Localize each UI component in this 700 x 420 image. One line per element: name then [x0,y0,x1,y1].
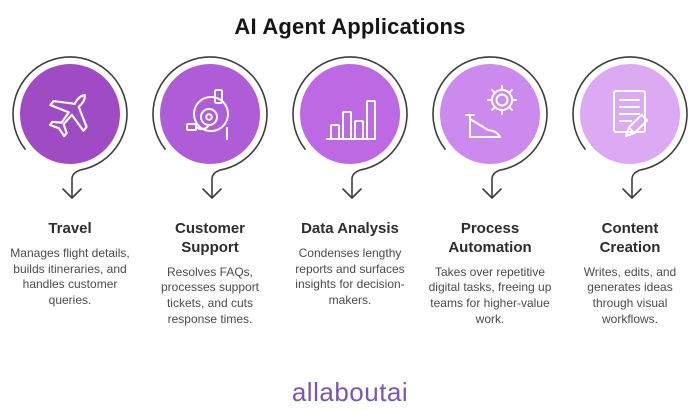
gear-automation-icon [465,85,517,138]
modules-row: Travel Manages flight details, builds it… [0,42,700,328]
module-title: Process Automation [448,220,532,256]
module-title: Travel [48,220,92,237]
arrow-down [12,56,128,199]
module: Travel Manages flight details, builds it… [0,42,140,328]
module-title: Data Analysis [301,220,399,237]
module-circle [440,64,540,164]
module-graphic [572,56,688,199]
headset-icon [186,89,229,140]
module-description: Condenses lengthy reports and surfaces i… [295,245,405,308]
arrow-down [292,56,408,199]
module-title: Customer Support [174,220,245,256]
module-graphic [432,56,548,199]
module-description: Resolves FAQs, processes support tickets… [160,264,260,326]
arrow-down [572,56,688,199]
module: Content Creation Writes, edits, and gene… [560,42,700,328]
module-graphic [12,56,128,199]
module-graphic [152,56,268,199]
module-description: Manages flight details, builds itinerari… [10,245,130,308]
airplane-icon [48,93,88,138]
document-pencil-icon [613,90,649,137]
module-title: Content Creation [599,220,661,256]
brand-logo: allaboutai [291,377,409,407]
arrow-down [432,56,548,199]
module: Data Analysis Condenses lengthy reports … [280,42,420,328]
arrow-down [152,56,268,199]
module: Customer Support Resolves FAQs, processe… [140,42,280,328]
module-description: Writes, edits, and generates ideas throu… [583,264,677,326]
module-circle [20,64,120,164]
module-description: Takes over repetitive digital tasks, fre… [428,264,552,326]
brand-footer: allaboutai [0,377,700,408]
module: Process Automation Takes over repetitive… [420,42,560,328]
bar-chart-icon [326,100,376,140]
module-graphic [292,56,408,199]
page-title: AI Agent Applications [234,14,466,39]
